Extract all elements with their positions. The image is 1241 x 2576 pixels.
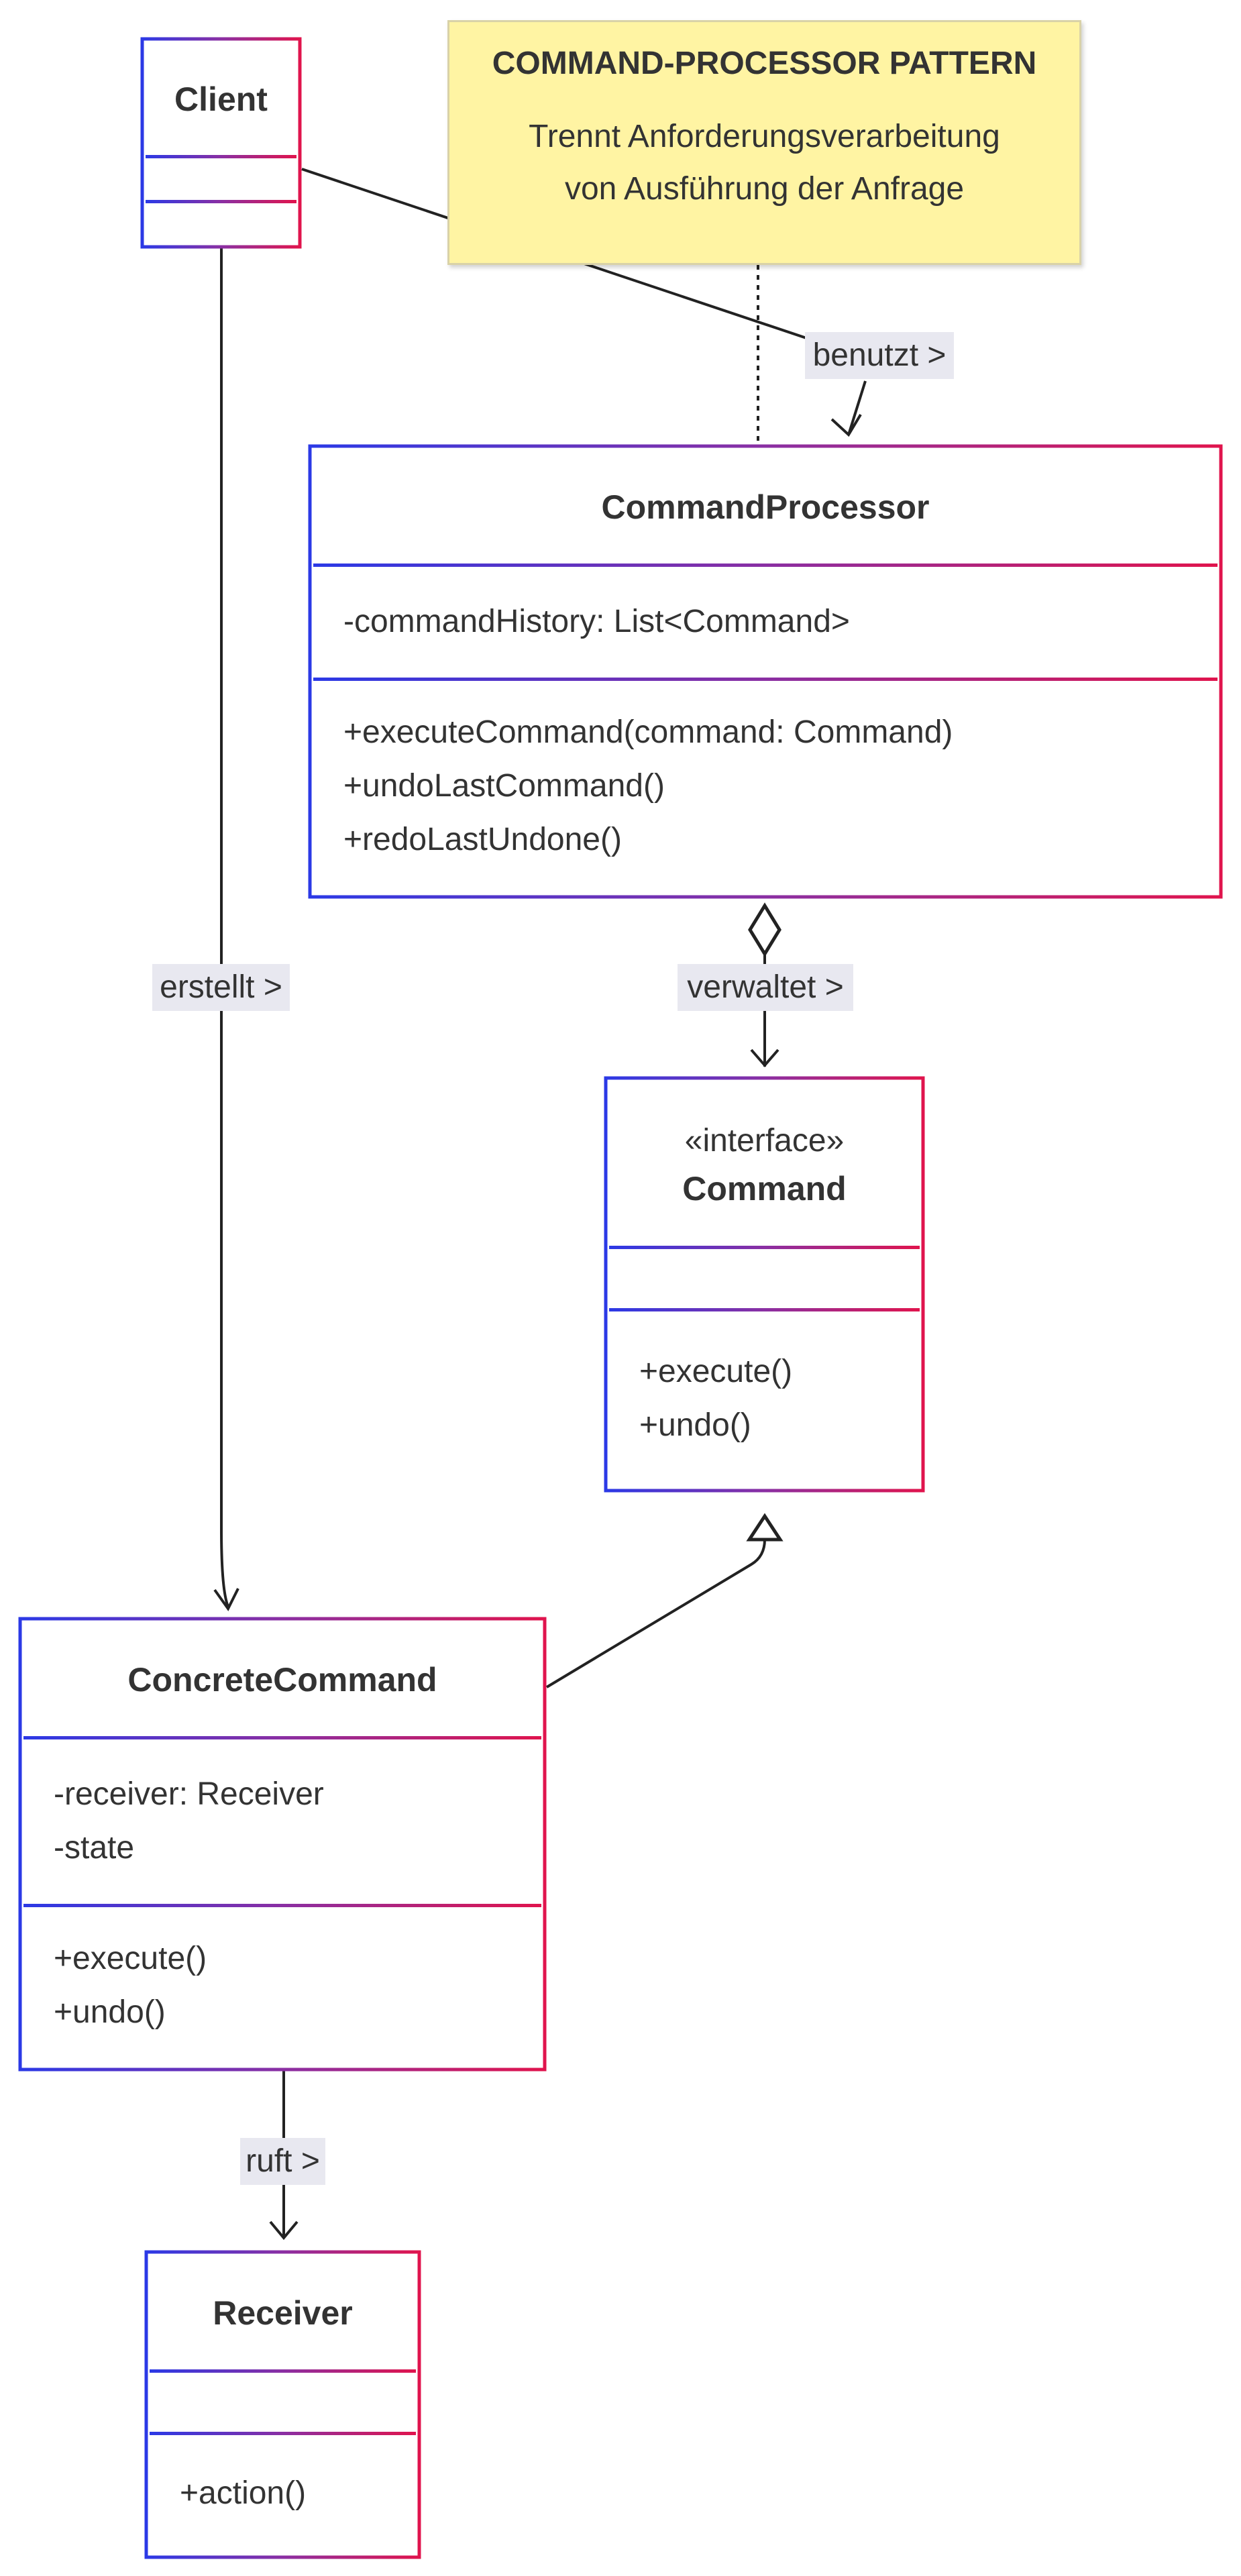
edge-label-calls: ruft > [240,2138,325,2185]
class-name: Command [682,1169,847,1208]
command-processor-border [308,444,1223,899]
attributes-compartment [150,2369,416,2433]
edge-label-uses: benutzt > [805,332,954,379]
method: +action() [180,2475,307,2511]
attribute: -state [54,1830,135,1866]
edge-manages [748,902,781,1068]
note-line-2: von Ausführung der Anfrage [564,171,965,207]
class-client[interactable]: Client [142,39,300,247]
attributes-compartment: -receiver: Receiver -state [23,1735,541,1905]
client-border [140,37,302,249]
class-command-processor[interactable]: CommandProcessor -commandHistory: List<C… [310,446,1221,897]
method: +undo() [54,1994,166,2030]
methods-compartment: +execute() +undo() [609,1307,920,1487]
method: +execute() [639,1353,793,1389]
method: +redoLastUndone() [343,822,622,857]
method: +undoLastCommand() [343,768,665,804]
edge-label-creates: erstellt > [152,964,290,1011]
attributes-compartment [609,1245,920,1309]
command-border [604,1076,925,1493]
method: +execute() [54,1941,207,1976]
attribute: -receiver: Receiver [54,1776,324,1812]
attribute: -commandHistory: List<Command> [343,604,850,639]
attributes-compartment [146,154,296,201]
aggregation-diamond [748,902,781,957]
note-body: Trennt Anforderungsverarbeitung von Ausf… [529,111,1000,215]
methods-compartment [146,199,296,244]
receiver-border [144,2250,421,2559]
class-command[interactable]: «interface» Command +execute() +undo() [606,1078,923,1491]
note-title: COMMAND-PROCESSOR PATTERN [492,46,1037,81]
class-name: Client [174,80,268,118]
class-concrete-command[interactable]: ConcreteCommand -receiver: Receiver -sta… [20,1619,545,2070]
realization-triangle [746,1513,784,1542]
attributes-compartment: -commandHistory: List<Command> [313,563,1218,679]
pattern-note: COMMAND-PROCESSOR PATTERN Trennt Anforde… [447,20,1081,265]
class-name: CommandProcessor [601,488,930,526]
methods-compartment: +execute() +undo() [23,1903,541,2066]
method: +executeCommand(command: Command) [343,714,953,750]
methods-compartment: +executeCommand(command: Command) +undoL… [313,677,1218,894]
class-receiver[interactable]: Receiver +action() [146,2252,419,2557]
edge-label-manages: verwaltet > [678,964,853,1011]
method: +undo() [639,1407,751,1443]
methods-compartment: +action() [150,2431,416,2554]
concrete-command-border [18,1617,547,2072]
stereotype: «interface» [684,1122,845,1159]
edge-creates [213,247,239,1611]
note-line-1: Trennt Anforderungsverarbeitung [529,119,1000,154]
edge-implements [545,1513,784,1688]
class-name: ConcreteCommand [127,1661,437,1699]
class-name: Receiver [213,2294,353,2332]
